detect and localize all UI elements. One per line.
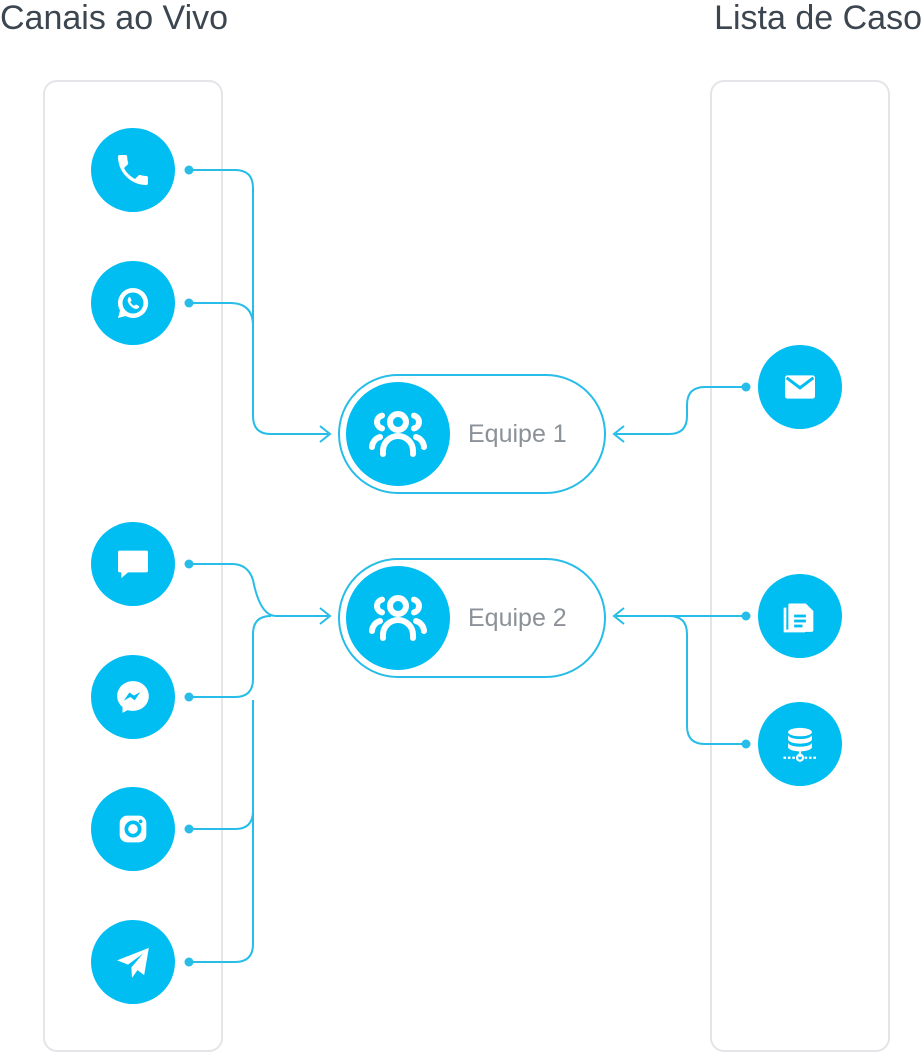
dot-database xyxy=(741,739,751,749)
arrow-team2-right xyxy=(612,607,625,625)
connector-database-to-team2 xyxy=(668,615,746,745)
arrow-team1-left xyxy=(319,425,332,443)
connector-messenger-to-team2 xyxy=(189,615,272,698)
email-source[interactable] xyxy=(758,345,842,429)
telegram-icon xyxy=(117,947,149,978)
phone-channel[interactable] xyxy=(91,128,175,212)
live-channels-panel xyxy=(43,80,223,1052)
dot-email xyxy=(741,382,751,392)
database-source[interactable] xyxy=(758,702,842,786)
document-source[interactable] xyxy=(758,574,842,658)
arrow-team2-left xyxy=(319,607,332,625)
team-2-avatar xyxy=(346,566,450,670)
phone-icon xyxy=(118,155,148,185)
dot-telegram xyxy=(184,957,194,967)
right-heading: Lista de Caso xyxy=(714,0,922,37)
left-heading: Canais ao Vivo xyxy=(0,0,229,37)
instagram-icon xyxy=(119,815,147,843)
connector-phone-to-team1 xyxy=(189,169,328,435)
dot-phone xyxy=(184,165,194,175)
dot-document xyxy=(741,611,751,621)
email-icon xyxy=(785,375,815,399)
telegram-channel[interactable] xyxy=(91,920,175,1004)
team-icon xyxy=(369,595,427,641)
chat-icon xyxy=(118,550,148,579)
messenger-icon xyxy=(117,681,149,713)
database-icon xyxy=(783,727,817,762)
document-icon xyxy=(783,603,814,633)
connector-instagram-to-team2 xyxy=(189,700,254,830)
team-1-card[interactable]: Equipe 1 xyxy=(338,374,606,494)
chat-channel[interactable] xyxy=(91,522,175,606)
connector-telegram-to-team2 xyxy=(189,800,254,963)
connector-chat-to-team2 xyxy=(189,563,328,617)
connector-email-to-team1 xyxy=(616,386,746,435)
team-1-avatar xyxy=(346,382,450,486)
whatsapp-icon xyxy=(117,287,149,318)
team-1-label: Equipe 1 xyxy=(468,420,567,448)
team-2-label: Equipe 2 xyxy=(468,604,567,632)
team-icon xyxy=(369,411,427,457)
connector-whatsapp-to-team1 xyxy=(189,302,254,327)
whatsapp-channel[interactable] xyxy=(91,261,175,345)
dot-messenger xyxy=(184,692,194,702)
dot-instagram xyxy=(184,824,194,834)
arrow-team1-right xyxy=(612,425,625,443)
case-list-panel xyxy=(710,80,890,1052)
team-2-card[interactable]: Equipe 2 xyxy=(338,558,606,678)
dot-whatsapp xyxy=(184,298,194,308)
instagram-channel[interactable] xyxy=(91,787,175,871)
messenger-channel[interactable] xyxy=(91,655,175,739)
dot-chat xyxy=(184,559,194,569)
